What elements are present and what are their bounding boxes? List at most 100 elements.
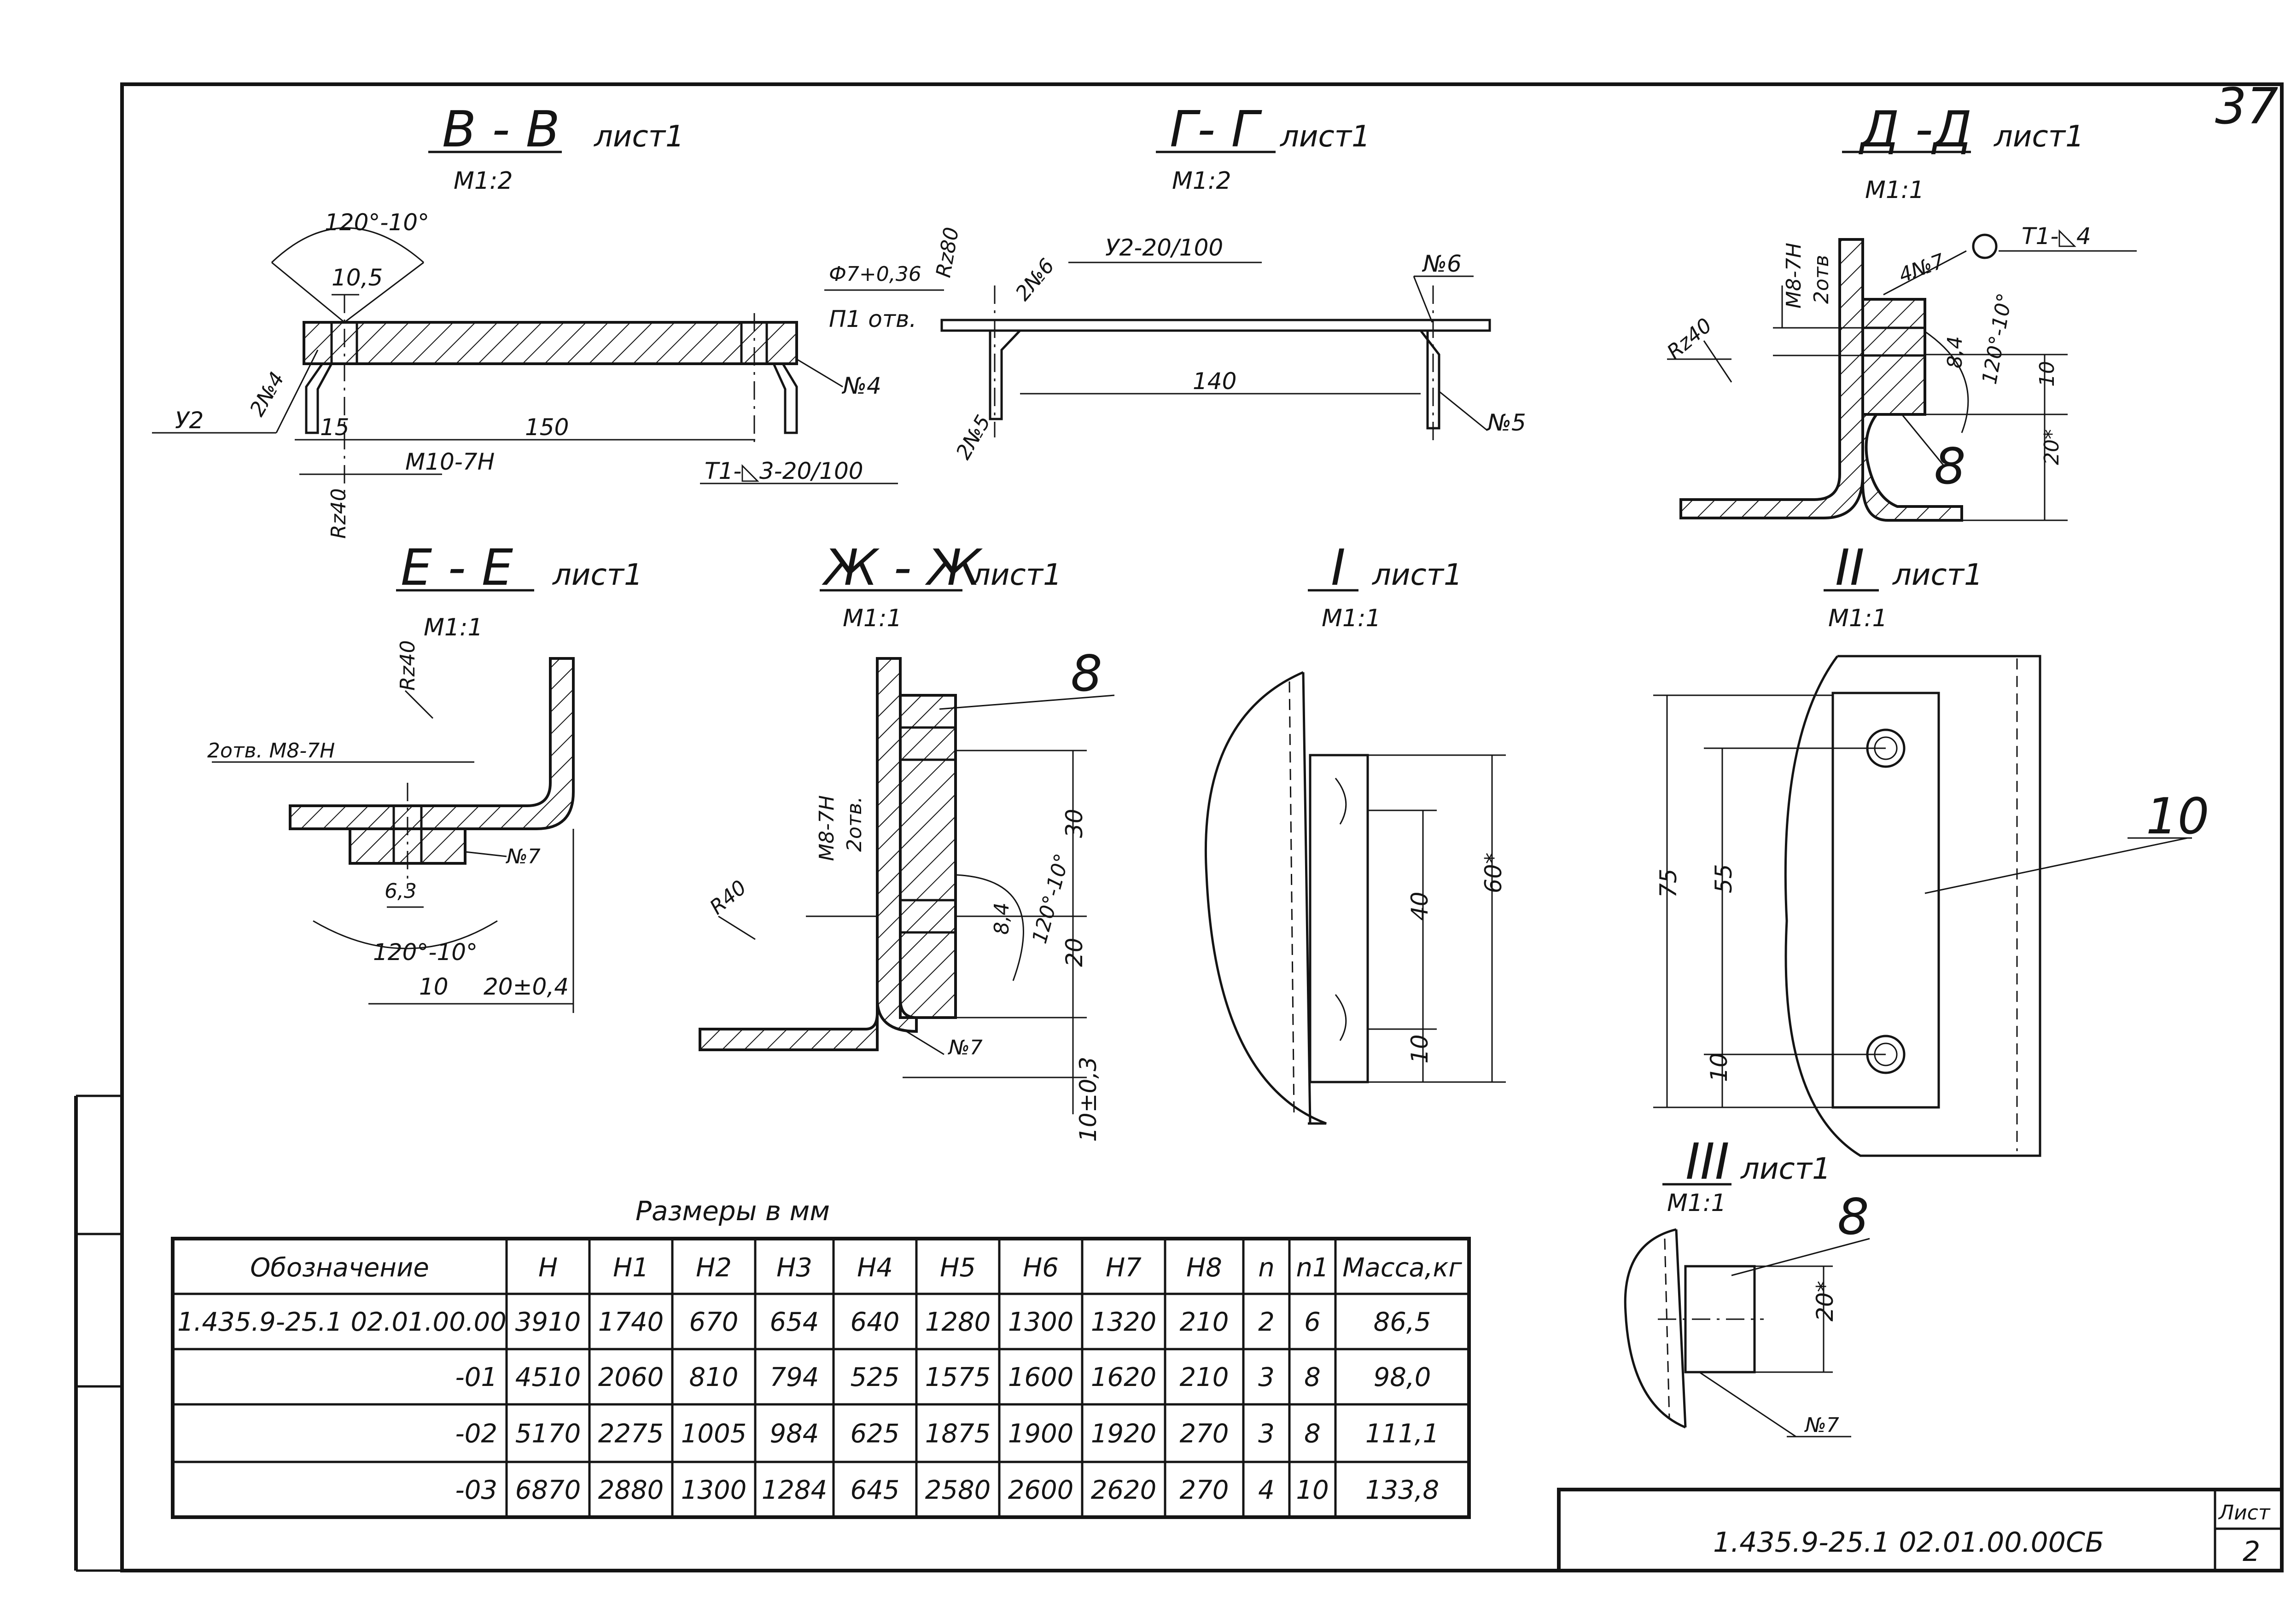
table-cell: 640 <box>851 1307 900 1337</box>
table-header-cell: Н5 <box>940 1253 976 1283</box>
view-ii: II лист1 М1:1 75 55 10 10 <box>1653 539 2209 1157</box>
v3-d20: 20* <box>1812 1281 1838 1321</box>
table-cell: 810 <box>689 1362 739 1392</box>
bb-thread: М10-7Н <box>405 448 495 475</box>
v2-d55: 55 <box>1710 864 1737 893</box>
view-ii-sheet: лист1 <box>1892 558 1983 592</box>
table-cell: 8 <box>1304 1362 1321 1392</box>
table-cell: 1875 <box>925 1419 991 1449</box>
table-header-cell: Н7 <box>1106 1253 1142 1283</box>
table-cell-designation: -01 <box>455 1362 497 1392</box>
gg-pos-n6: №6 <box>1422 250 1462 277</box>
zh-thread: М8-7Н <box>815 795 839 861</box>
table-cell: 270 <box>1180 1475 1229 1505</box>
view-dd-scale: М1:1 <box>1865 176 1924 204</box>
table-header-cell: Н <box>538 1253 558 1283</box>
view-ee-title: Е - Е <box>401 539 513 597</box>
table-cell: 2060 <box>598 1362 664 1392</box>
view-zh-scale: М1:1 <box>843 605 902 632</box>
title-designation: 1.435.9-25.1 02.01.00.00СБ <box>1713 1526 2104 1559</box>
view-ii-title: II <box>1835 539 1865 597</box>
table-cell: 2 <box>1258 1307 1275 1337</box>
ee-d20: 20±0,4 <box>484 973 569 1000</box>
dd-pos-4n7: 4№7 <box>1896 249 1948 287</box>
view-zh-sheet: лист1 <box>971 558 1062 592</box>
table-cell: 2580 <box>925 1475 991 1505</box>
v1-d10: 10 <box>1406 1034 1433 1064</box>
bb-weld-left: У2 <box>175 407 204 434</box>
table-cell: 2880 <box>598 1475 664 1505</box>
dd-angle: 120°-10° <box>1978 291 2017 386</box>
gg-hole: Ф7+0,36 <box>829 262 921 286</box>
bb-d15: 15 <box>320 414 350 441</box>
dd-d84: 8,4 <box>1943 336 1967 368</box>
table-cell: 1300 <box>681 1475 747 1505</box>
gg-holes: П1 отв. <box>829 306 916 332</box>
table-cell: 111,1 <box>1365 1419 1439 1449</box>
dd-rz: Rz40 <box>1663 314 1717 364</box>
table-cell: 8 <box>1304 1419 1321 1449</box>
table-cell: 3910 <box>515 1307 581 1337</box>
view-gg-scale: М1:2 <box>1172 167 1231 195</box>
ee-rz: Rz40 <box>396 640 420 691</box>
bb-pos-2n4: 2№4 <box>245 368 289 420</box>
table-cell: 2275 <box>598 1419 664 1449</box>
view-ee-sheet: лист1 <box>552 558 643 592</box>
view-bb-sheet: лист1 <box>593 120 684 154</box>
table-cell: 1320 <box>1091 1307 1157 1337</box>
dd-d10: 10 <box>2035 361 2059 387</box>
title-sheet-number: 2 <box>2243 1536 2260 1568</box>
view-ee-scale: М1:1 <box>424 614 483 641</box>
table-header-cell: Н8 <box>1186 1253 1222 1283</box>
table-cell: 86,5 <box>1374 1307 1431 1337</box>
view-iii-sheet: лист1 <box>1740 1152 1831 1186</box>
table-header-cell: n1 <box>1296 1253 1329 1283</box>
table-cell-designation: 1.435.9-25.1 02.01.00.00 <box>177 1307 507 1337</box>
table-cell: 10 <box>1296 1475 1329 1505</box>
table-header-cell: Н6 <box>1023 1253 1059 1283</box>
view-dd: Д -Д лист1 М1:1 М8-7Н 2отв Rz40 4№7 Т1-◺… <box>1663 101 2137 522</box>
table-header-cell: n <box>1258 1253 1275 1283</box>
table-header-cell: Н3 <box>776 1253 812 1283</box>
table-cell: 98,0 <box>1374 1362 1431 1392</box>
table-cell: 1600 <box>1008 1362 1074 1392</box>
table-cell: 984 <box>770 1419 819 1449</box>
zh-rz: R40 <box>705 876 751 920</box>
view-i: I лист1 М1:1 40 60* 10 <box>1204 539 1507 1125</box>
table-header-cell: Масса,кг <box>1342 1253 1462 1283</box>
zh-pos-8: 8 <box>1071 645 1102 703</box>
gg-pos-2n6: 2№6 <box>1011 254 1059 305</box>
view-gg-sheet: лист1 <box>1279 120 1370 154</box>
table-cell: 794 <box>770 1362 819 1392</box>
v2-d75: 75 <box>1655 868 1682 898</box>
table-cell: 525 <box>851 1362 900 1392</box>
view-i-scale: М1:1 <box>1322 605 1381 632</box>
table-cell: 1300 <box>1008 1307 1074 1337</box>
table-header-cell: Н1 <box>613 1253 649 1283</box>
table-cell: 625 <box>851 1419 900 1449</box>
view-bb: В - В лист1 М1:2 120°-10° 10,5 15 150 М1… <box>152 101 898 539</box>
ee-angle: 120°-10° <box>373 939 478 966</box>
bb-pos-n4: №4 <box>841 373 881 399</box>
dd-thread: М8-7Н <box>1782 243 1806 309</box>
sheet-frame <box>74 82 2284 1572</box>
zh-angle: 120°-10° <box>1028 851 1074 946</box>
table-cell: 210 <box>1180 1362 1229 1392</box>
zh-d10: 10±0,3 <box>1075 1057 1102 1142</box>
dd-holes: 2отв <box>1810 255 1833 304</box>
dd-weld: Т1-◺4 <box>2022 223 2091 250</box>
title-sheet-label: Лист <box>2218 1501 2271 1525</box>
table-header-cell: Н2 <box>696 1253 732 1283</box>
zh-holes: 2отв. <box>843 797 866 852</box>
bb-d105: 10,5 <box>332 264 383 291</box>
zh-d20: 20 <box>1061 937 1088 967</box>
ee-d63: 6,3 <box>385 879 417 903</box>
table-cell: 2620 <box>1091 1475 1157 1505</box>
gg-weld-top: У2-20/100 <box>1105 234 1223 261</box>
table-cell: 1740 <box>598 1307 664 1337</box>
v1-d40: 40 <box>1406 891 1433 921</box>
view-i-title: I <box>1331 539 1346 597</box>
ee-holes: 2отв. М8-7Н <box>207 739 335 763</box>
